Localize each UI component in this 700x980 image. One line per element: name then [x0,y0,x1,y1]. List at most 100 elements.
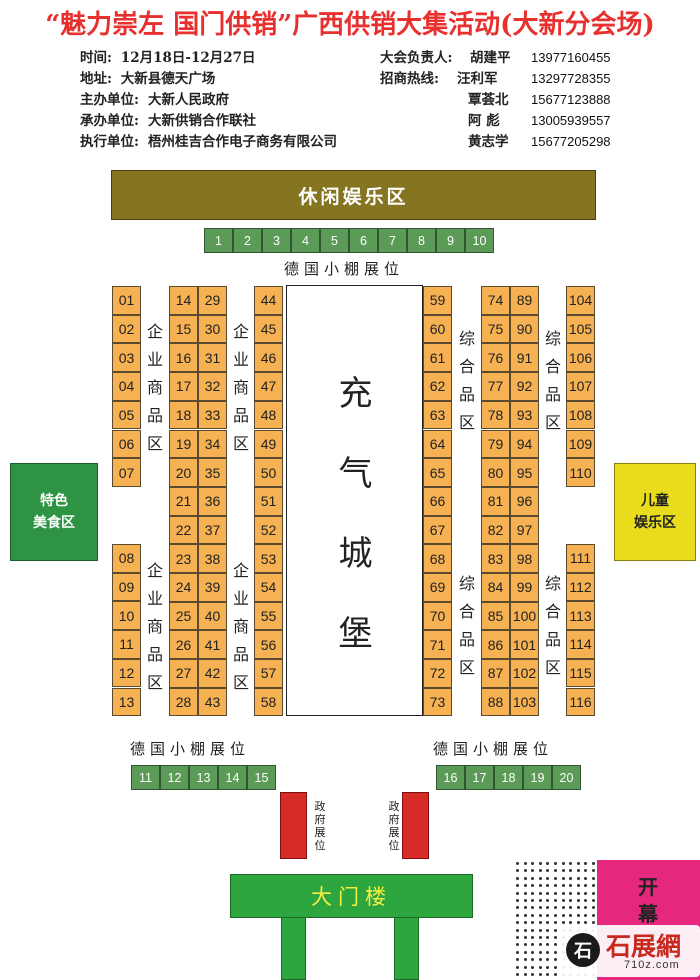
booth: 116 [566,687,595,717]
small-booth: 17 [465,765,494,790]
booth: 112 [566,572,595,602]
castle-char: 堡 [338,614,373,654]
seat-dot [569,869,573,873]
german-shed-label: 德国小棚展位 [130,740,251,758]
seat-dot [561,899,565,902]
seat-dot [523,943,527,947]
seat-dot [523,936,527,939]
seat-dot [523,899,527,902]
booth: 24 [169,573,198,602]
seat-dot [569,913,573,917]
gov-booth-right-label: 政府展位 [388,800,400,852]
booth: 50 [254,458,283,487]
german-shed-label: 德国小棚展位 [284,260,405,278]
seat-dot [546,936,550,939]
booth: 16 [169,343,198,373]
seat-dot [554,913,557,917]
seat-dot [561,921,565,925]
seat-dot [554,876,557,880]
watermark-logo-icon: 石 [566,933,600,967]
small-booth: 9 [436,228,465,253]
seat-dot [569,862,573,865]
food-zone: 特色美食区 [10,463,98,561]
seat-dot [531,884,535,888]
seat-dot [538,891,542,895]
seat-dot [531,862,535,865]
small-booth: 12 [160,765,189,790]
seat-dot [576,913,580,917]
seat-dot [516,884,519,888]
seat-dot [531,921,535,925]
small-booth: 1 [204,228,233,253]
seat-dot [546,913,550,917]
gov-booth-left-label: 政府展位 [314,800,326,852]
seat-dot [523,928,527,932]
seat-dot [516,973,519,976]
booth: 45 [254,314,283,344]
booth: 62 [423,372,452,401]
booth: 08 [112,544,141,573]
zone-label: 综合品区 [544,329,561,432]
seat-dot [554,950,557,954]
booth: 104 [566,286,595,315]
leisure-zone: 休闲娱乐区 [111,170,596,220]
contact-role: 大会负责人: [380,50,453,66]
seat-dot [546,891,550,895]
seat-dot [576,884,580,888]
booth: 34 [198,429,227,459]
seat-dot [538,965,542,969]
seat-dot [584,913,588,917]
booth: 30 [198,314,227,344]
booth: 65 [423,458,452,487]
seat-dot [531,891,535,895]
seat-dot [569,876,573,880]
booth: 74 [481,286,510,315]
booth: 107 [566,372,595,401]
seat-dot [538,958,542,962]
contact-name: 覃荟北 [468,92,509,108]
seat-dot [584,906,588,910]
small-booth: 18 [494,765,523,790]
page-title: “魅力崇左 国门供销”广西供销大集活动(大新分会场) [45,10,655,40]
seat-dot [554,936,557,939]
seat-dot [546,965,550,969]
gov-booth-right [402,792,429,859]
seat-dot [554,958,557,962]
contact-name: 黄志学 [468,134,509,150]
food-line: 美食区 [33,515,75,531]
event-info-value: 12月18日-12月27日 [120,50,256,66]
watermark-site: 710z.com [624,959,680,971]
seat-dot [546,869,550,873]
booth: 02 [112,314,141,344]
event-info-value: 大新人民政府 [148,92,229,108]
seat-dot [569,906,573,910]
booth: 05 [112,400,141,430]
seat-dot [538,884,542,888]
seat-dot [569,891,573,895]
gate-label: 大门楼 [311,885,392,909]
small-booth: 4 [291,228,320,253]
seat-dot [554,965,557,969]
seat-dot [546,928,550,932]
booth: 83 [481,544,510,573]
seat-dot [584,876,588,880]
booth: 99 [510,573,539,602]
contact-phone: 15677205298 [531,134,611,149]
seat-dot [546,950,550,954]
seat-dot [538,899,542,902]
booth: 48 [254,400,283,430]
booth: 43 [198,687,227,717]
seat-dot [546,862,550,865]
booth: 110 [566,458,595,487]
seat-dot [523,891,527,895]
seat-dot [592,899,595,902]
booth: 13 [112,687,141,717]
seat-dot [523,921,527,925]
small-booth: 5 [320,228,349,253]
booth: 36 [198,486,227,516]
booth: 81 [481,486,510,516]
booth: 15 [169,314,198,344]
zone-label: 企业商品区 [232,561,249,692]
booth: 69 [423,573,452,602]
seat-dot [538,862,542,865]
